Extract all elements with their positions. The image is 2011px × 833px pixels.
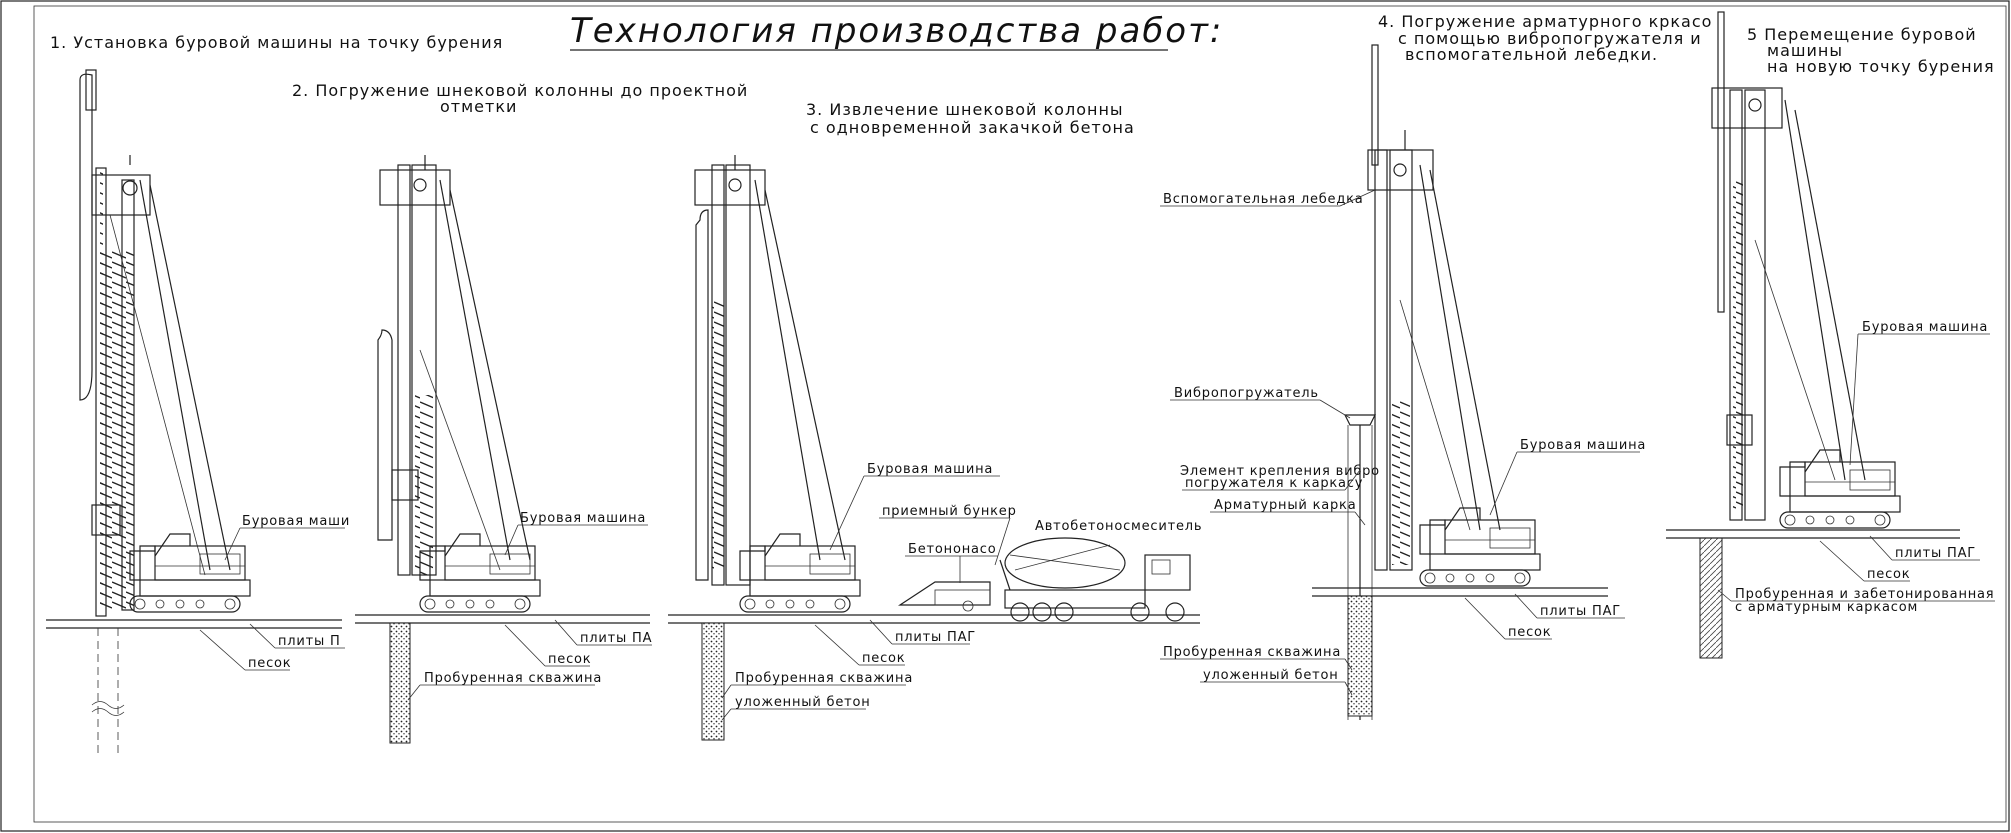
label-slabs-2: плиты ПА bbox=[580, 631, 652, 646]
label-rig-2: Буровая машина bbox=[520, 511, 646, 526]
label-hole-2: Пробуренная скважина bbox=[424, 671, 602, 686]
label-rig-3: Буровая машина bbox=[867, 462, 993, 477]
label-sand-4: песок bbox=[1508, 625, 1551, 640]
step-3-heading-line2: с одновременной закачкой бетона bbox=[810, 118, 1135, 137]
stage-4-rig bbox=[1312, 44, 1608, 720]
label-slabs-5: плиты ПАГ bbox=[1895, 546, 1976, 561]
step-2-heading: 2. Погружение шнековой колонны до проект… bbox=[292, 81, 748, 100]
label-sand-1: песок bbox=[248, 656, 291, 671]
label-pump-3: Бетононасо bbox=[908, 542, 996, 557]
step-5-heading: 5 Перемещение буровой bbox=[1747, 25, 1977, 44]
label-fix-4: Элемент крепления вибро bbox=[1180, 464, 1380, 479]
label-concrete-4: уложенный бетон bbox=[1203, 668, 1339, 683]
page-title: Технология производства работ: bbox=[570, 11, 1223, 51]
label-rig-4: Буровая машина bbox=[1520, 438, 1646, 453]
step-3-heading: 3. Извлечение шнековой колонны bbox=[806, 100, 1124, 119]
label-concrete-3: уложенный бетон bbox=[735, 695, 871, 710]
label-slabs-4: плиты ПАГ bbox=[1540, 604, 1621, 619]
step-4-heading-line3: вспомогательной лебедки. bbox=[1405, 45, 1658, 64]
label-pile-5: Пробуренная и забетонированная bbox=[1735, 587, 1994, 602]
step-5-heading-line2: машины bbox=[1767, 41, 1843, 60]
label-vibro-4: Вибропогружатель bbox=[1174, 386, 1319, 401]
step-1-heading: 1. Установка буровой машины на точку бур… bbox=[50, 33, 503, 52]
label-rig-1: Буровая маши bbox=[242, 514, 350, 529]
step-4-heading: 4. Погружение арматурного кркасо bbox=[1378, 12, 1712, 31]
stage-1-rig bbox=[46, 69, 342, 755]
label-fix-4-line2: погружателя к каркасу bbox=[1185, 476, 1363, 491]
step-4-heading-line2: с помощью вибропогружателя и bbox=[1398, 29, 1702, 48]
stage-3-rig bbox=[668, 155, 1200, 741]
label-hole-3: Пробуренная скважина bbox=[735, 671, 913, 686]
step-2-heading-line2: отметки bbox=[440, 97, 517, 116]
label-slabs-1: плиты П bbox=[278, 634, 341, 649]
label-winch-4: Вспомогательная лебедка bbox=[1163, 192, 1364, 207]
label-mixer-3: Автобетоносмеситель bbox=[1035, 519, 1202, 534]
label-sand-5: песок bbox=[1867, 567, 1910, 582]
label-hopper-3: приемный бункер bbox=[882, 504, 1017, 519]
label-sand-3: песок bbox=[862, 651, 905, 666]
step-5-heading-line3: на новую точку бурения bbox=[1767, 57, 1995, 76]
label-sand-2: песок bbox=[548, 652, 591, 667]
inner-frame bbox=[33, 5, 2007, 823]
label-rig-5: Буровая машина bbox=[1862, 320, 1988, 335]
stage-5-rig bbox=[1666, 11, 1960, 659]
stage-2-rig bbox=[355, 155, 650, 744]
label-pile-5-line2: с арматурным каркасом bbox=[1735, 600, 1918, 615]
label-hole-4: Пробуренная скважина bbox=[1163, 645, 1341, 660]
label-slabs-3: плиты ПАГ bbox=[895, 630, 976, 645]
label-cage-4: Арматурный карка bbox=[1214, 498, 1356, 513]
